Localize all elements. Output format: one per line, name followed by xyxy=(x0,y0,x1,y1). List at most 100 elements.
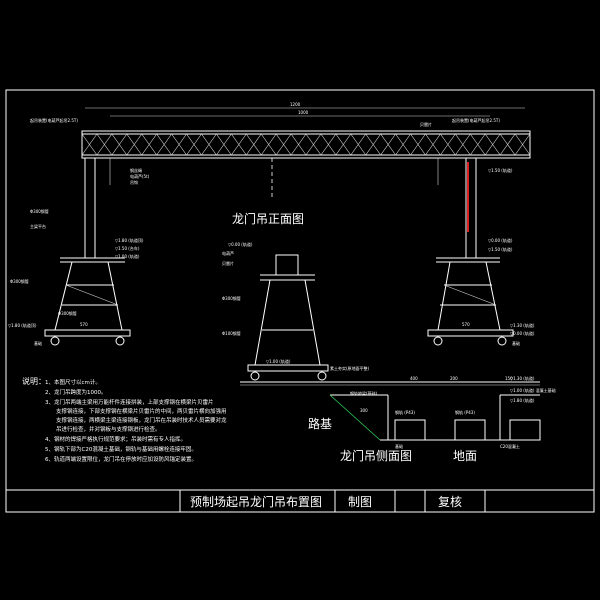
notes-heading: 说明： xyxy=(22,376,46,386)
left-trolley-label: 起吊装置(电葫芦起吊2.5T) xyxy=(30,117,78,123)
side-rail-label-3: 钢轨 (P43) xyxy=(455,409,475,415)
note-item: 吊进行检查，并对钢板与支撑钢进行检查。 xyxy=(45,425,161,433)
right-base-label: 基础 xyxy=(512,340,520,346)
drawn-by-label: 制图 xyxy=(348,495,372,509)
left-leg xyxy=(44,157,131,346)
truss-diagonal xyxy=(335,133,352,156)
right-dim-label: 570 xyxy=(462,322,470,327)
left-beam-label: 主梁平台 xyxy=(30,223,46,229)
side-base-label-2: C20混凝土 xyxy=(500,443,520,449)
truss-diagonal xyxy=(201,133,217,156)
truss-diagonal xyxy=(484,133,501,156)
roadbed-label: 路基 xyxy=(308,416,332,431)
elev-label-4: ▽1.80 (轨道顶) xyxy=(8,322,37,328)
right-section-label-1: ▽1.30 (轨道) xyxy=(510,375,535,381)
elev-label-6: ▽0.00 (轨道) xyxy=(488,237,513,243)
note-item: 支撑钢连接，下部支撑钢在横梁片贝雷片的中间，两贝雷片横向加强用 xyxy=(45,407,227,415)
side-pipe-label-1: Φ300钢管 xyxy=(222,295,241,301)
truss-diagonal xyxy=(470,133,486,156)
drawing-title: 预制场起吊龙门吊布置图 xyxy=(190,494,322,509)
notes-block: 说明： 1、本图尺寸以cm计。 2、龙门吊跨度为1000。 3、龙门吊两端主梁用… xyxy=(22,376,227,463)
truss-diagonal xyxy=(186,133,202,156)
right-trolley-label: 起吊装置(电葫芦起吊2.5T) xyxy=(452,117,500,123)
elev-label-8: ▽1.30 (轨道) xyxy=(510,322,535,328)
note-item: 2、龙门吊跨度为1000。 xyxy=(45,388,107,396)
checked-by-label: 复核 xyxy=(438,495,462,509)
right-section-label-3: ▽1.80 (轨道) xyxy=(510,397,535,403)
side-elev-label-2: ▽0.00 (轨道) xyxy=(228,241,253,247)
elev-label-5: ▽1.50 (轨道) xyxy=(488,167,513,173)
truss-diagonal xyxy=(320,133,337,156)
side-dim-1: 400 xyxy=(410,376,418,381)
truss-diagonal xyxy=(410,133,426,156)
right-section-label-2: ▽1.00 (轨道) 混凝土基础 xyxy=(510,387,556,393)
truss-diagonal xyxy=(260,133,277,156)
hoist-rope-label: 钢丝绳 xyxy=(130,167,142,173)
note-item: 5、钢轨下部为C20混凝土基础，钢轨与基础用螺栓连接牢固。 xyxy=(45,445,197,453)
truss-diagonal xyxy=(350,133,366,156)
inner-span-value: 1000 xyxy=(298,110,309,115)
left-dim-label: 570 xyxy=(80,322,88,327)
truss-diagonal xyxy=(425,133,441,156)
truss-diagonal xyxy=(96,133,113,156)
elev-label-1: ▽1.80 (轨道顶) xyxy=(115,237,144,243)
hoist-label-1: 电葫芦(5t) xyxy=(130,173,150,179)
note-item: 6、轨道两端设置限位，龙门吊在停放时应加设防风锚定装置。 xyxy=(45,455,197,463)
truss-diagonal xyxy=(126,133,142,156)
elev-label-9: ▽0.00 (轨道) xyxy=(510,330,535,336)
truss-diagonal xyxy=(365,133,381,156)
note-item: 1、本图尺寸以cm计。 xyxy=(45,378,101,386)
truss-diagonal xyxy=(141,133,157,156)
hoist-label-2: 吊钩 xyxy=(130,179,138,185)
left-pipe-label-3: Φ300钢管 xyxy=(58,310,77,316)
truss-diagonal xyxy=(455,133,471,156)
truss-diagonal xyxy=(499,133,516,156)
elev-label-2: ▽1.50 (台车) xyxy=(115,245,140,251)
truss-diagonal xyxy=(246,133,262,156)
truss-diagonal xyxy=(275,133,292,156)
side-pipe-label-2: Φ100钢管 xyxy=(222,330,241,336)
right-leg xyxy=(427,157,514,346)
elev-label-7: ▽1.50 (轨道) xyxy=(488,246,513,252)
ground-label: 地面 xyxy=(453,449,477,463)
truss-diagonal xyxy=(395,133,411,156)
side-road-label: 素土夯实(原地面平整) xyxy=(330,365,370,371)
side-beam-label: 贝雷片 xyxy=(222,260,234,266)
foundation-section xyxy=(240,381,541,441)
note-item: 3、龙门吊两端主梁用万能杆件连接拼装，上部支撑钢在横梁片贝雷片 xyxy=(45,398,214,406)
main-truss-girder xyxy=(81,130,531,159)
side-top-label: 电葫芦 xyxy=(222,250,234,256)
side-dim-3: 300 xyxy=(360,408,368,413)
truss-diagonal xyxy=(290,133,307,156)
side-rail-label-2: 钢轨 (P43) xyxy=(395,409,415,415)
truss-diagonal xyxy=(380,133,396,156)
note-item: 4、钢材的焊接严格执行规范要求；吊装时需有专人指挥。 xyxy=(45,435,186,443)
side-dim-2: 200 xyxy=(450,376,458,381)
side-dim-4: 150 xyxy=(505,376,513,381)
side-view-title: 龙门吊侧面图 xyxy=(340,448,412,463)
top-truss-label: 贝雷片 xyxy=(420,121,432,127)
left-pipe-label-2: Φ300钢管 xyxy=(10,278,29,284)
truss-diagonal xyxy=(440,133,456,156)
title-block-frame xyxy=(5,489,595,513)
truss-diagonal xyxy=(111,133,128,156)
side-view-frame xyxy=(247,254,329,381)
truss-diagonal xyxy=(216,133,232,156)
truss-diagonal xyxy=(514,133,531,156)
left-base-label: 基础 xyxy=(34,340,42,346)
truss-diagonal xyxy=(156,133,172,156)
front-view-title: 龙门吊正面图 xyxy=(232,211,304,226)
truss-diagonal xyxy=(81,133,98,156)
note-item: 支撑钢连接，两横梁主梁连接钢板，龙门吊在吊装时技术人员需要对龙 xyxy=(45,416,227,424)
truss-diagonal xyxy=(305,133,322,156)
truss-diagonal xyxy=(171,133,187,156)
total-span-value: 1200 xyxy=(290,102,301,107)
side-elev-label: ▽1.00 (轨道) xyxy=(266,358,291,364)
truss-diagonal xyxy=(231,133,247,156)
elev-label-3: ▽1.00 (轨道) xyxy=(115,253,140,259)
side-base-label-1: 基础 xyxy=(395,443,403,449)
side-rail-label: 钢轨地梁(基础) xyxy=(350,390,378,396)
left-pipe-label-1: Φ300钢管 xyxy=(30,208,49,214)
